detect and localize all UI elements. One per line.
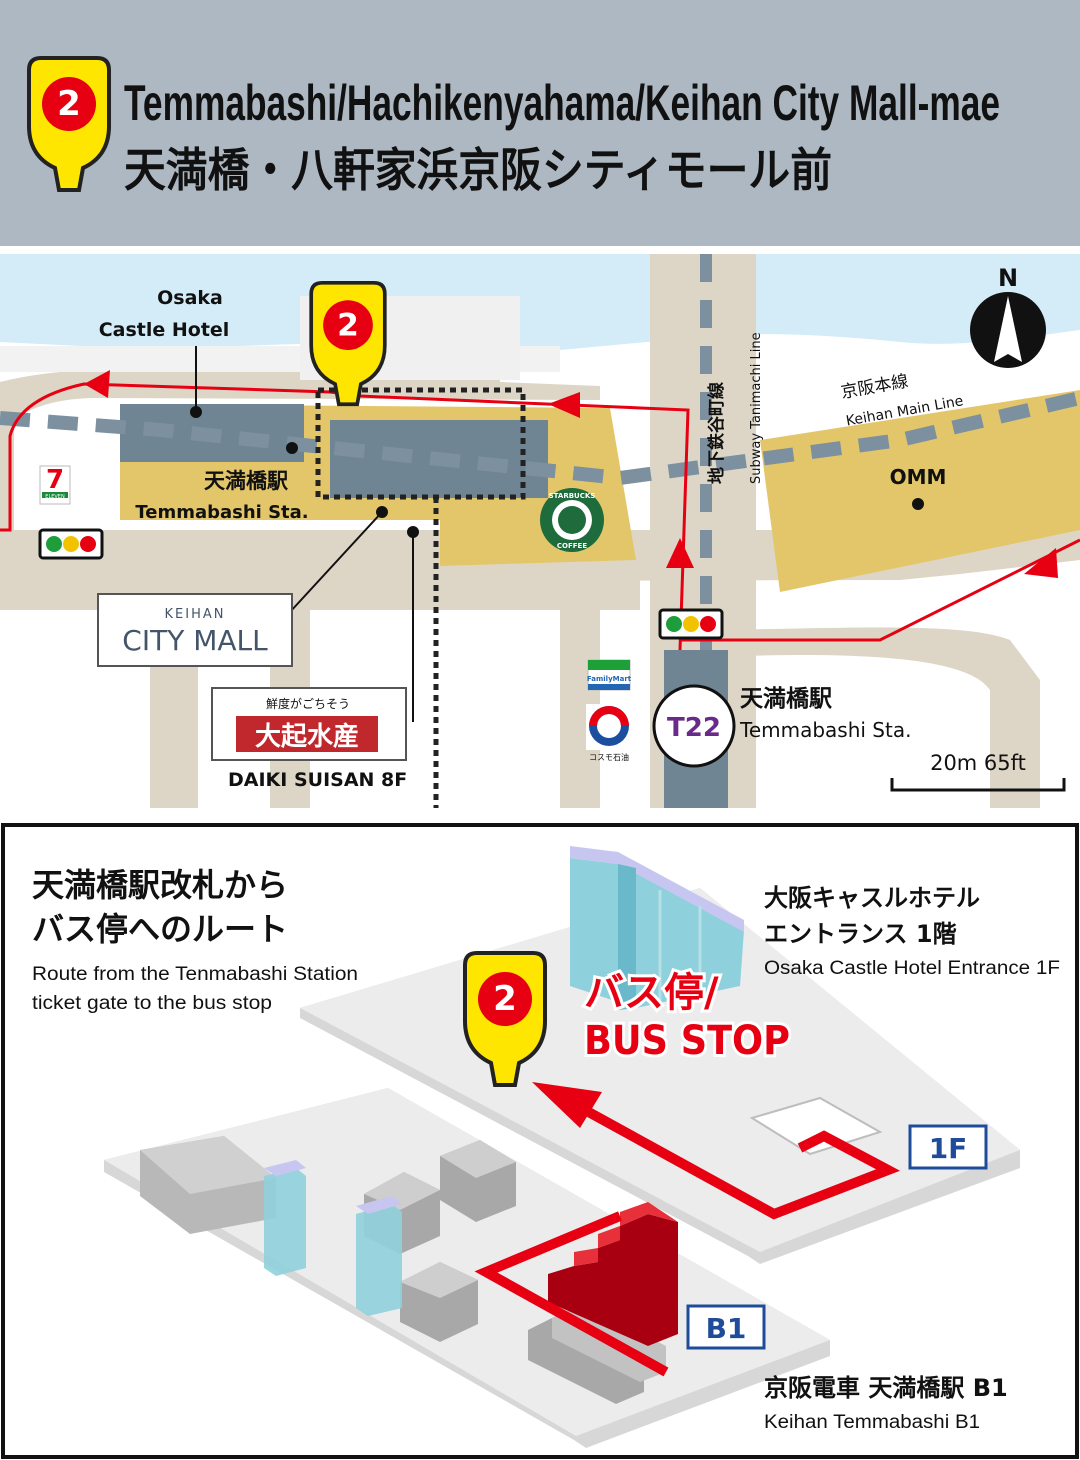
daiki-suisan-logo: 鮮度がごちそう 大起水産 bbox=[211, 687, 407, 761]
route-heading-ja-2: バス停へのルート bbox=[32, 910, 288, 948]
north-compass-icon: N bbox=[970, 264, 1046, 368]
omm-label: OMM bbox=[890, 465, 947, 489]
hotel-entrance-en: Osaka Castle Hotel Entrance 1F bbox=[764, 958, 1060, 979]
seven-eleven-logo-icon: 7 ELEVEN bbox=[39, 465, 71, 505]
hotel-entrance-ja-1: 大阪キャスルホテル bbox=[764, 884, 980, 912]
city-mall-big-text: CITY MALL bbox=[122, 624, 268, 657]
floor-1f-text: 1F bbox=[929, 1132, 968, 1165]
route-heading-ja-1: 天満橋駅改札から bbox=[32, 866, 288, 904]
familymart-label: FamilyMart bbox=[587, 675, 632, 683]
temmabashi-sta-en-label: Temmabashi Sta. bbox=[135, 502, 308, 523]
daiki-name: 大起水産 bbox=[255, 721, 359, 752]
bus-stop-en-label: BUS STOP bbox=[584, 1018, 790, 1064]
station-code: T22 bbox=[667, 713, 721, 743]
osaka-castle-hotel-label-2: Castle Hotel bbox=[99, 319, 230, 341]
t22-sta-en-label: Temmabashi Sta. bbox=[739, 718, 911, 742]
subway-line-en: Subway Tanimachi Line bbox=[749, 332, 764, 484]
header: 2 Temmabashi/Hachikenyahama/Keihan City … bbox=[0, 0, 1080, 254]
subway-line-ja: 地下鉄谷町線 bbox=[706, 382, 727, 484]
route-heading-en-2: ticket gate to the bus stop bbox=[32, 993, 272, 1014]
route-diagram: 2 天満橋駅改札から バス停へのルート Route from the Tenma… bbox=[0, 808, 1080, 1460]
svg-text:7: 7 bbox=[46, 465, 64, 495]
cosmo-oil-logo-icon: コスモ石油 bbox=[586, 704, 632, 762]
diagram-pin-number: 2 bbox=[493, 979, 517, 1019]
map-route bbox=[0, 382, 1080, 651]
bus-stop-area-outline bbox=[315, 387, 526, 500]
route-arrows bbox=[84, 370, 1058, 578]
floor-b1-label: B1 bbox=[686, 1304, 766, 1350]
map-bus-stop-pin-icon: 2 bbox=[309, 280, 387, 407]
header-pin-number: 2 bbox=[57, 84, 81, 124]
starbucks-text-2: COFFEE bbox=[557, 542, 587, 550]
starbucks-logo-icon: STARBUCKS COFFEE bbox=[540, 488, 604, 552]
route-heading-en-1: Route from the Tenmabashi Station bbox=[32, 964, 358, 985]
starbucks-text-1: STARBUCKS bbox=[549, 492, 596, 500]
traffic-light-icon bbox=[658, 608, 724, 640]
header-bus-stop-pin-icon: 2 bbox=[27, 56, 111, 192]
keihan-city-mall-logo: KEIHAN CITY MALL bbox=[97, 593, 293, 667]
floor-b1-text: B1 bbox=[706, 1312, 747, 1345]
diagram-bus-stop-pin-icon: 2 bbox=[463, 951, 547, 1087]
daiki-floor-label: DAIKI SUISAN 8F bbox=[228, 769, 407, 791]
familymart-logo-icon: FamilyMart bbox=[587, 659, 632, 691]
cosmo-label: コスモ石油 bbox=[589, 752, 629, 762]
scale-bar: 20m 65ft bbox=[890, 751, 1066, 792]
t22-sta-ja-label: 天満橋駅 bbox=[740, 686, 832, 712]
keihan-b1-ja-label: 京阪電車 天満橋駅 B1 bbox=[764, 1374, 1008, 1402]
keihan-main-line bbox=[0, 391, 1080, 486]
osaka-castle-hotel-label-1: Osaka bbox=[157, 287, 223, 309]
floor-b1-platform bbox=[104, 1088, 830, 1448]
compass-label: N bbox=[998, 264, 1018, 292]
station-code-badge-icon: T22 bbox=[652, 684, 736, 768]
diagram-route bbox=[474, 1099, 901, 1377]
temmabashi-sta-ja-label: 天満橋駅 bbox=[204, 469, 289, 493]
hotel-entrance-ja-2: エントランス 1階 bbox=[764, 920, 957, 948]
river bbox=[0, 254, 1080, 350]
daiki-tagline: 鮮度がごちそう bbox=[266, 696, 350, 711]
header-title-en: Temmabashi/Hachikenyahama/Keihan City Ma… bbox=[124, 75, 1000, 131]
map-pin-number: 2 bbox=[337, 307, 359, 343]
bus-stop-ja-label: バス停/ bbox=[584, 970, 719, 1016]
seven-eleven-label: ELEVEN bbox=[45, 494, 65, 500]
subway-line-en-label: Subway Tanimachi Line bbox=[749, 332, 764, 484]
diagram-route-arrowhead bbox=[532, 1082, 602, 1128]
scale-label: 20m 65ft bbox=[930, 751, 1026, 775]
header-title-ja: 天満橋・八軒家浜京阪シティモール前 bbox=[124, 143, 832, 197]
city-mall-small-text: KEIHAN bbox=[165, 607, 226, 622]
floor-1f-label: 1F bbox=[908, 1124, 988, 1170]
traffic-light-icon bbox=[38, 528, 104, 560]
subway-line-label: 地下鉄谷町線 bbox=[706, 382, 727, 484]
area-map: 2 Osaka Castle Hotel 天満橋駅 Temmabashi Sta… bbox=[0, 254, 1080, 808]
keihan-b1-en-label: Keihan Temmabashi B1 bbox=[764, 1412, 980, 1433]
